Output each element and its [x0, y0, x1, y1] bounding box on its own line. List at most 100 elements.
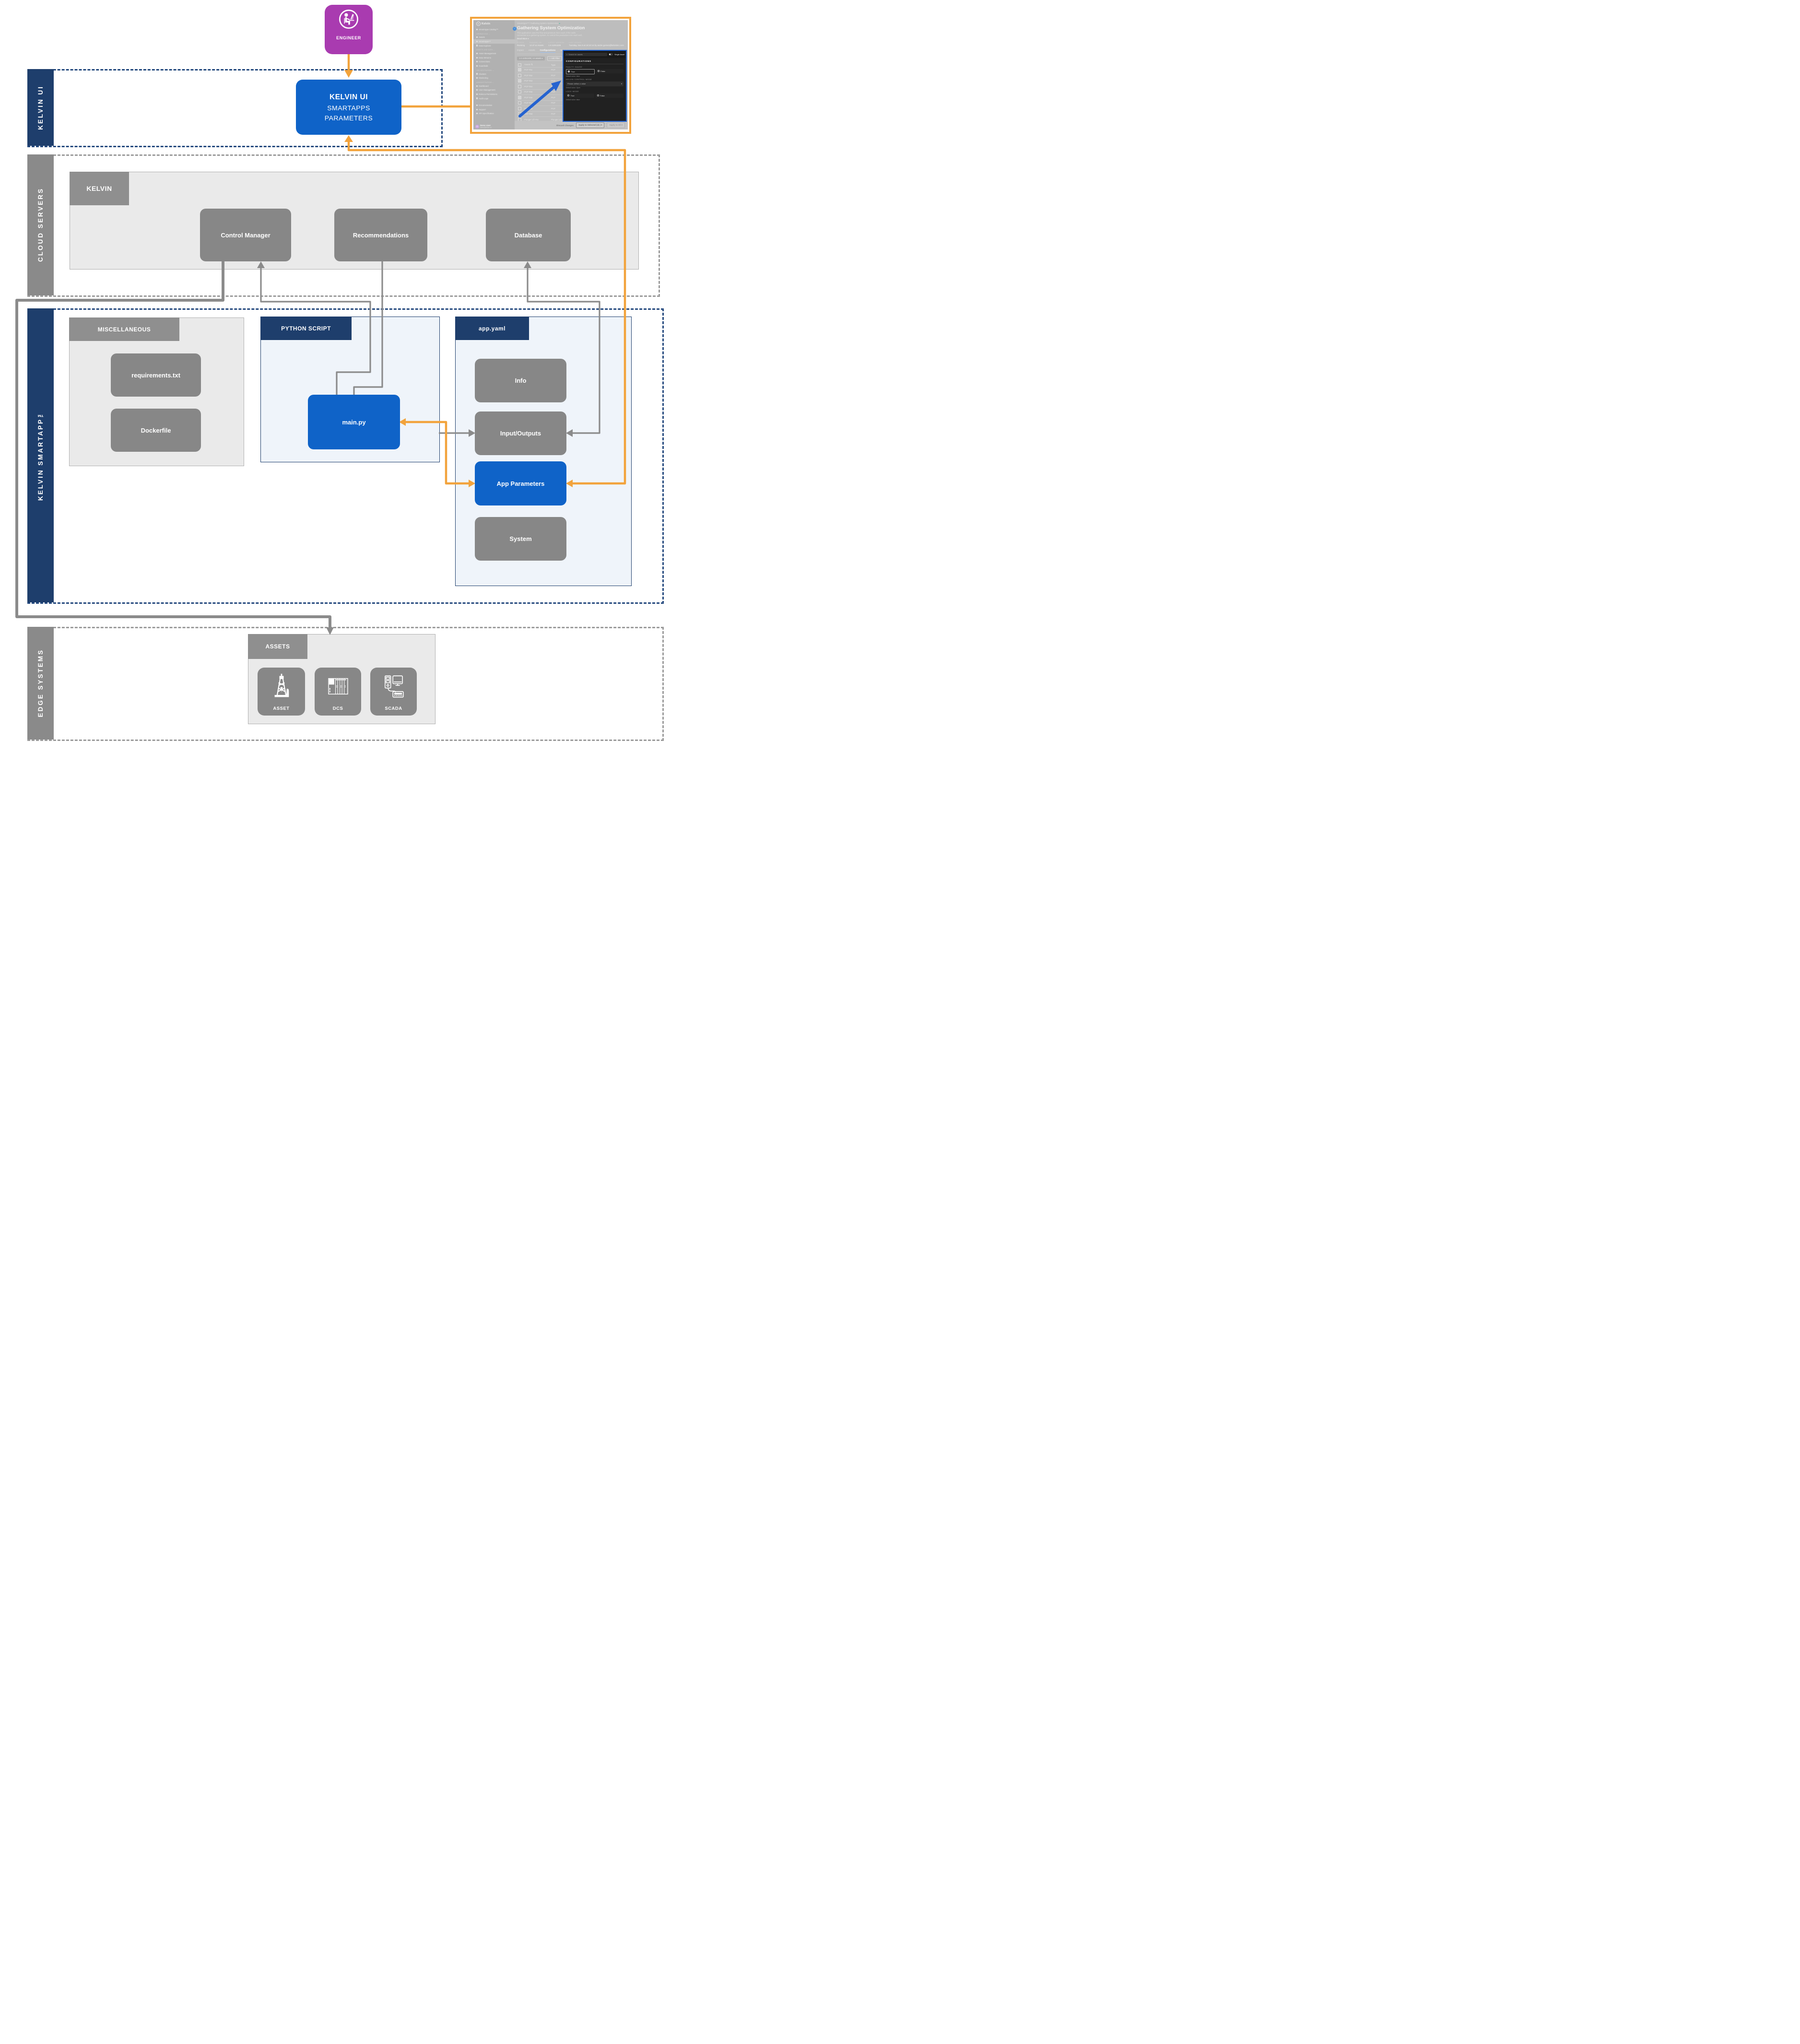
select-all-checkbox[interactable]: – [518, 63, 521, 67]
version-filter-chip[interactable]: 1.0.11051108 | 14 assets ▾ [517, 56, 545, 60]
oil-derrick-icon [274, 673, 289, 697]
row-checkbox[interactable] [518, 106, 521, 110]
read-more-link[interactable]: Read More ▾ [517, 37, 529, 40]
sidebar-item-connections[interactable]: Connections [476, 60, 515, 64]
faulty-gauge-label: FAULTY GAUGE [566, 66, 583, 68]
engineer-at-desk-icon [339, 10, 358, 29]
data-streams-icon [476, 57, 478, 59]
sidebar-item-smartapps-catalog[interactable]: SmartApps Catalog™ [476, 27, 515, 32]
dcs-rack-icon [328, 678, 348, 695]
app-parameters-node: App Parameters [475, 461, 566, 505]
database-node: Database [486, 209, 571, 261]
sidebar-item-assets[interactable]: Assets [476, 35, 515, 40]
single-asset-label: Single Asset [614, 53, 624, 56]
sidebar-item-user-management[interactable]: User Management [476, 88, 515, 93]
lock-mode-true-radio[interactable]: True [566, 93, 594, 98]
tab-assets[interactable]: Assets [528, 49, 535, 51]
sidebar-item-audit-logs[interactable]: Audit Logs [476, 96, 515, 101]
scada-workstation-icon [384, 675, 404, 698]
dcs-tile-label: DCS [332, 706, 343, 711]
faulty-gauge-default: Default value: false [566, 75, 580, 77]
row-checkbox[interactable] [518, 112, 521, 116]
system-node: System [475, 517, 566, 561]
row-checkbox[interactable] [518, 101, 521, 105]
scada-tile-label: SCADA [385, 706, 402, 711]
row-checkbox[interactable] [518, 73, 521, 77]
apply-to-all-button[interactable]: Apply to All ▾ [607, 122, 625, 128]
single-asset-toggle[interactable]: ✓ [609, 53, 613, 56]
sidebar-section-operations[interactable]: OPERATIONS ⌄ [476, 33, 490, 35]
panel-heading: CONFIGURATIONS [566, 60, 591, 62]
column-header-type[interactable]: Type [551, 63, 556, 66]
user-profile[interactable]: D Demo User demo@kelvin.ai [475, 124, 492, 129]
control-manager-node: Control Manager [200, 209, 291, 261]
radio-icon [567, 94, 569, 97]
sidebar-item-data-streams[interactable]: Data Streams [476, 56, 515, 60]
sidebar-item-documentation[interactable]: Documentation [476, 103, 515, 107]
caret-down-icon: ▾ [621, 124, 623, 126]
dockerfile-node: Dockerfile [111, 409, 201, 452]
tab-impact[interactable]: Impact [517, 49, 524, 51]
kelvin-ui-node-line2: SMARTAPPS [327, 104, 370, 112]
sidebar-section-assets-and-data[interactable]: ASSETS AND DATA ⌄ [476, 49, 495, 51]
breadcrumb[interactable]: SmartApps™ / Gathering System Optimizati… [517, 22, 560, 24]
add-filter-button[interactable]: + Add Filter [547, 56, 562, 61]
user-management-icon [476, 89, 478, 91]
column-header-assets[interactable]: Assets ⇅ [524, 63, 533, 66]
dashboard-icon [476, 85, 478, 87]
avatar: D [475, 124, 479, 129]
apply-to-selected-button[interactable]: Apply to Selected (3) | ▾ [576, 122, 605, 128]
row-checkbox[interactable] [518, 90, 521, 94]
caret-down-icon: ▾ [528, 37, 529, 40]
documentation-icon [476, 105, 478, 106]
user-email: demo@kelvin.ai [480, 127, 492, 129]
sidebar-item-clusters[interactable]: Clusters [476, 72, 515, 76]
sidebar-item-guardrails[interactable]: Guardrails [476, 64, 515, 68]
row-checkbox[interactable]: ✓ [518, 79, 521, 83]
sidebar-section-administration[interactable]: ADMINISTRATION ⌄ [476, 81, 494, 83]
sidebar-item-monitoring[interactable]: Monitoring [476, 76, 515, 80]
faulty-gauge-true-radio[interactable]: True [566, 69, 595, 74]
api-specification-icon [476, 113, 478, 115]
asset-tile: ASSET [258, 668, 305, 716]
page-title: Gathering System Optimization [517, 25, 585, 31]
sidebar-item-data-explorer[interactable]: Data Explorer [476, 44, 515, 48]
sidebar-section-orchestration[interactable]: ORCHESTRATION ⌄ [476, 69, 494, 71]
radio-icon [597, 94, 599, 97]
control-mode-dropdown[interactable]: Please define a value▾ [566, 82, 624, 86]
clusters-icon [476, 73, 478, 75]
sidebar-item-support[interactable]: Support [476, 107, 515, 112]
sidebar-item-api-specification[interactable]: API Specification [476, 112, 515, 116]
kelvin-logo-icon: K [476, 22, 481, 26]
status-ok-icon: ● [559, 22, 560, 24]
radio-icon [597, 70, 600, 72]
sidebar-item-dashboard[interactable]: Dashboard [476, 84, 515, 88]
sidebar-item-smartapps[interactable]: SmartApps™ [473, 39, 518, 44]
lock-mode-false-radio[interactable]: False [595, 93, 624, 98]
audit-logs-icon [476, 97, 478, 99]
dcs-tile: DCS [315, 668, 361, 716]
faulty-gauge-false-radio[interactable]: False [596, 69, 624, 73]
tab-configurations[interactable]: Configurations [540, 49, 556, 53]
requirements-txt-node: requirements.txt [111, 353, 201, 397]
caret-down-icon: ▾ [541, 57, 543, 59]
guardrails-icon [476, 65, 478, 67]
smartapps-icon [476, 40, 478, 43]
row-checkbox[interactable] [518, 84, 521, 88]
miscellaneous-container-tab: MISCELLANEOUS [69, 317, 179, 341]
row-checkbox[interactable]: ✓ [518, 68, 521, 72]
kelvin-cloud-container-tab: KELVIN [70, 172, 129, 205]
support-icon [476, 108, 478, 110]
row-checkbox[interactable]: ✓ [518, 95, 521, 99]
sidebar-item-roles-permissions[interactable]: Roles & Permissions [476, 92, 515, 96]
data-explorer-icon [476, 45, 478, 47]
search-assets-input[interactable]: ⌕Search for assets [565, 53, 608, 56]
sort-icon: ⇅ [531, 63, 533, 66]
discard-changes-button[interactable]: Discard Changes [556, 124, 574, 127]
sidebar-item-asset-management[interactable]: Asset Management [476, 51, 515, 56]
roles-permissions-icon [476, 93, 478, 95]
sidebar-collapse-button[interactable]: ‹ [513, 27, 517, 31]
